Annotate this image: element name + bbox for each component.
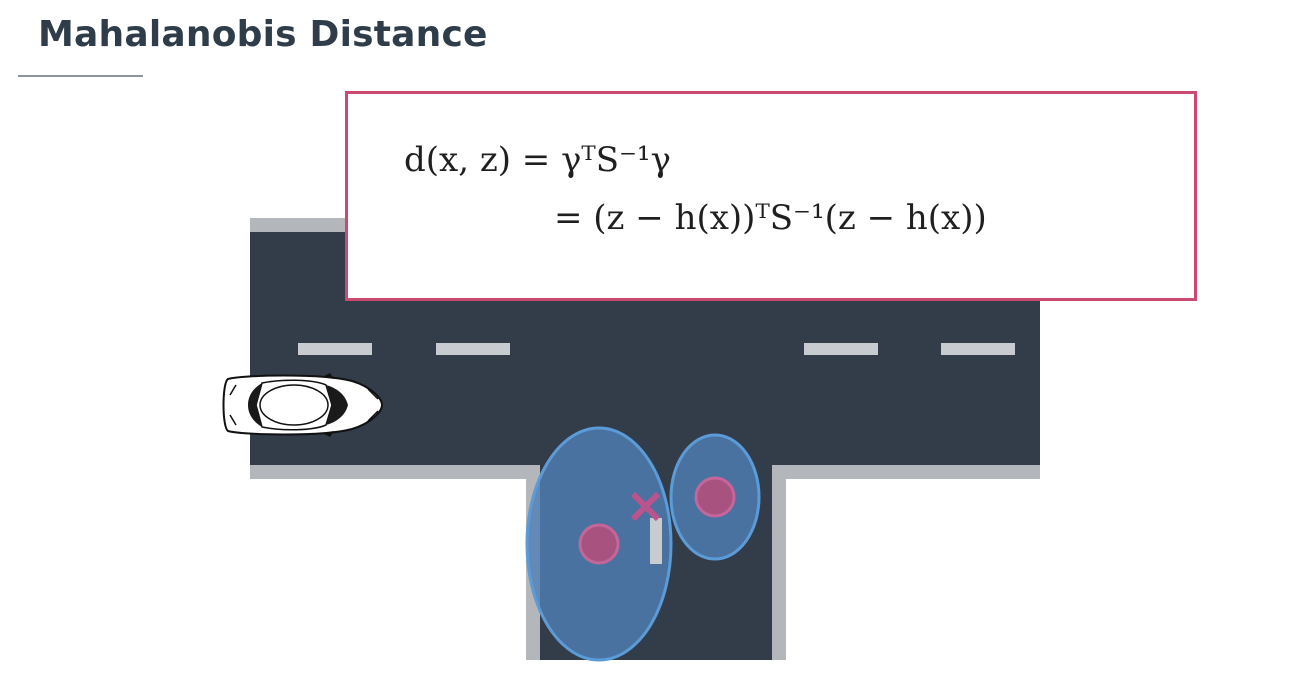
formula-line-1: d(x, z) = γᵀS⁻¹γ [404,140,671,180]
road-curb-bottom-right [772,465,1040,479]
car-top-view-icon [222,373,384,437]
pedestrian-marker [650,518,662,564]
formula-line-2: = (z − h(x))ᵀS⁻¹(z − h(x)) [554,198,987,238]
measurement-point-small [694,476,736,518]
measurement-point-large [578,523,620,565]
slide-title: Mahalanobis Distance [38,14,488,55]
side-road-curb-right [772,465,786,660]
lane-dash [941,343,1015,355]
lane-dash [804,343,878,355]
title-underline [18,75,143,77]
lane-dash [436,343,510,355]
x-mark-icon [630,491,661,522]
road-curb-bottom-left [250,465,540,479]
lane-dash [298,343,372,355]
formula-box: d(x, z) = γᵀS⁻¹γ = (z − h(x))ᵀS⁻¹(z − h(… [345,91,1197,301]
